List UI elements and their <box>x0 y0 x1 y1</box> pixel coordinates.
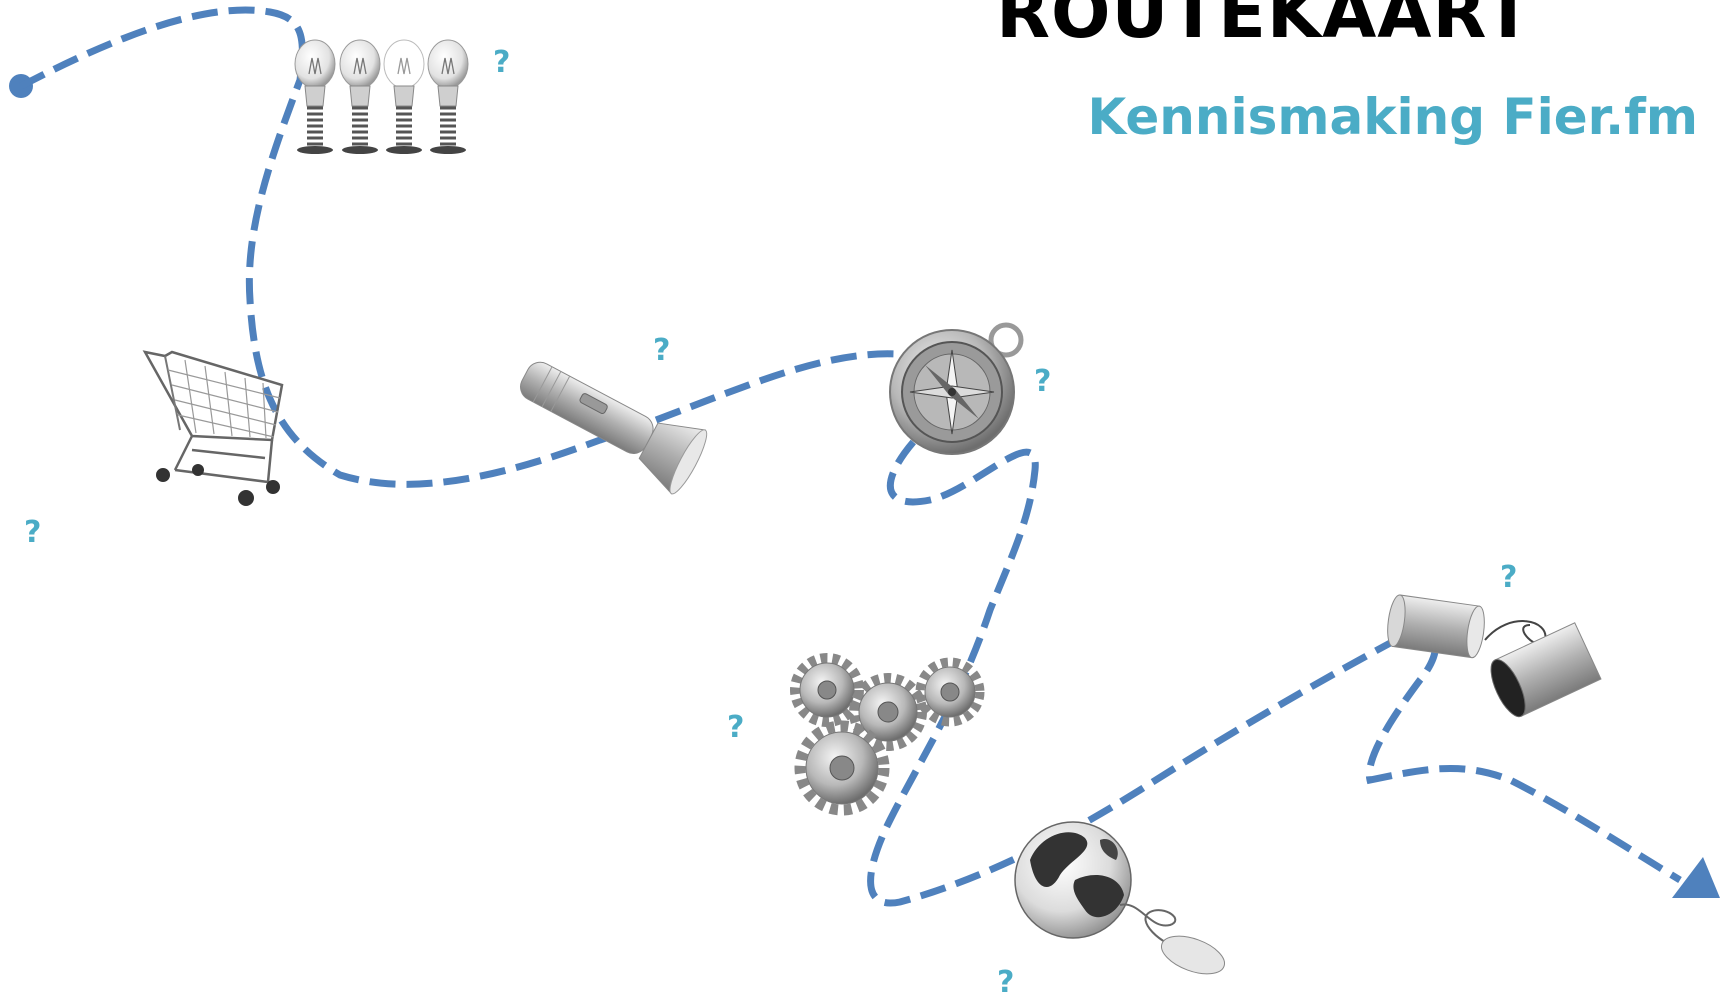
question-mark-tin-can[interactable]: ? <box>1500 563 1517 593</box>
gears-icon <box>795 658 980 810</box>
question-mark-gears[interactable]: ? <box>727 713 744 743</box>
question-mark-compass[interactable]: ? <box>1034 367 1051 397</box>
light-bulbs-icon <box>295 40 468 154</box>
globe-mouse-icon <box>1015 822 1229 981</box>
flashlight-icon <box>508 343 712 497</box>
question-mark-flashlight[interactable]: ? <box>653 336 670 366</box>
question-mark-globe[interactable]: ? <box>997 968 1014 998</box>
question-mark-lightbulbs[interactable]: ? <box>493 48 510 78</box>
compass-icon <box>890 325 1021 454</box>
tin-can-phone-icon <box>1385 594 1601 721</box>
question-mark-cart[interactable]: ? <box>24 518 41 548</box>
